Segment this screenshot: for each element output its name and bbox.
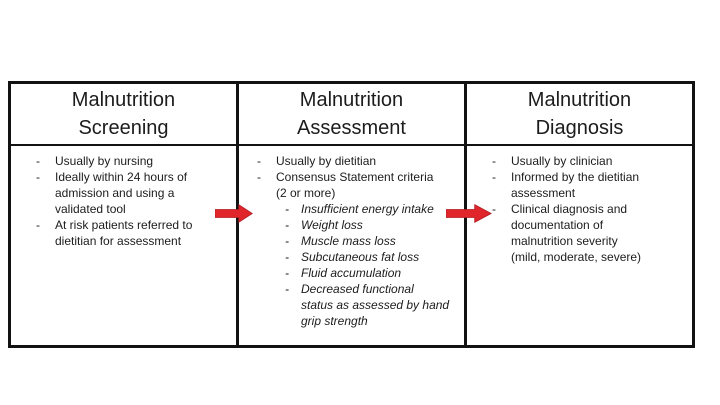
malnutrition-flow-table: Malnutrition Screening Usually by nursin… [8,81,695,348]
list-item-text: Usually by clinician [511,154,613,168]
list-item: Clinical diagnosis and documentation of … [467,201,692,265]
column-diagnosis: Malnutrition Diagnosis Usually by clinic… [467,84,692,345]
list-item-text: At risk patients referred to dietitian f… [55,218,193,248]
list-item-text: Fluid accumulation [301,266,402,280]
list-item: Informed by the dietitian assessment [467,169,692,201]
list-item-text: Ideally within 24 hours of admission and… [55,170,188,216]
column-header-assessment: Malnutrition Assessment [239,84,464,146]
list-item-text: Subcutaneous fat loss [301,250,420,264]
arrow-right-shape [446,204,492,223]
column-body-assessment: Usually by dietitian Consensus Statement… [239,146,464,345]
list-item: Fluid accumulation [239,265,464,281]
column-assessment: Malnutrition Assessment Usually by dieti… [239,84,467,345]
column-title: Malnutrition Diagnosis [527,89,632,139]
column-title: Malnutrition Assessment [297,89,406,139]
flow-arrow-assessment-to-diagnosis-icon [446,204,492,223]
list-item: Muscle mass loss [239,233,464,249]
list-item-text: Consensus Statement criteria (2 or more) [276,170,434,200]
column-title: Malnutrition Screening [71,89,176,139]
list-item-text: Clinical diagnosis and documentation of … [511,202,642,264]
list-item: Decreased functional status as assessed … [239,281,464,329]
list-item: Subcutaneous fat loss [239,249,464,265]
bullet-list: Usually by dietitian Consensus Statement… [239,153,464,329]
arrow-right-shape [215,204,253,223]
list-item-text: Insufficient energy intake [301,202,434,216]
list-item: Usually by clinician [467,153,692,169]
flow-arrow-screening-to-assessment-icon [215,204,253,223]
list-item: Weight loss [239,217,464,233]
list-item: Consensus Statement criteria (2 or more) [239,169,464,201]
list-item-text: Usually by dietitian [276,154,377,168]
list-item: Ideally within 24 hours of admission and… [11,169,236,217]
column-header-screening: Malnutrition Screening [11,84,236,146]
list-item-text: Muscle mass loss [301,234,396,248]
bullet-list: Usually by clinician Informed by the die… [467,153,692,265]
column-header-diagnosis: Malnutrition Diagnosis [467,84,692,146]
column-body-diagnosis: Usually by clinician Informed by the die… [467,146,692,345]
list-item-text: Weight loss [301,218,363,232]
column-screening: Malnutrition Screening Usually by nursin… [11,84,239,345]
list-item-text: Decreased functional status as assessed … [301,282,450,328]
list-item: Usually by nursing [11,153,236,169]
list-item-text: Usually by nursing [55,154,154,168]
list-item: Insufficient energy intake [239,201,464,217]
list-item-text: Informed by the dietitian assessment [511,170,640,200]
list-item: At risk patients referred to dietitian f… [11,217,236,249]
column-body-screening: Usually by nursing Ideally within 24 hou… [11,146,236,345]
bullet-list: Usually by nursing Ideally within 24 hou… [11,153,236,249]
list-item: Usually by dietitian [239,153,464,169]
